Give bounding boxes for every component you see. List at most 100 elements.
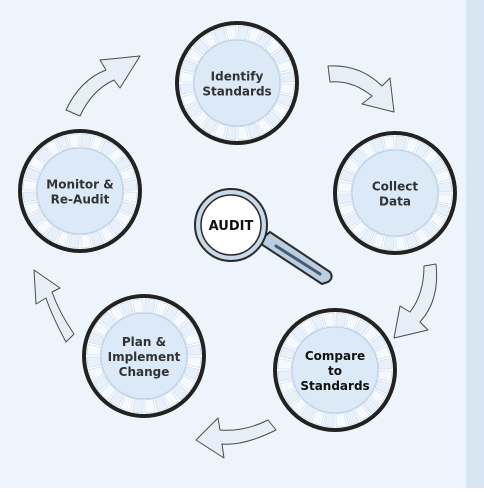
- ring-segment: [179, 71, 195, 83]
- ring-segment: [434, 203, 451, 218]
- ring-segment: [179, 83, 195, 95]
- step-disc: [351, 149, 439, 237]
- ring-segment: [28, 210, 46, 227]
- step-label-line: Implement: [108, 350, 181, 364]
- ring-segment: [339, 203, 356, 218]
- step-label-line: Data: [379, 195, 411, 209]
- step-label-line: Compare: [305, 349, 365, 363]
- ring-segment: [290, 397, 308, 415]
- ring-segment: [283, 389, 301, 406]
- ring-segment: [186, 344, 202, 356]
- ring-segment: [86, 344, 102, 356]
- ring-segment: [99, 383, 117, 401]
- arrow-compare-to-plan: [195, 417, 277, 459]
- ring-segment: [225, 25, 237, 41]
- ring-segment: [178, 320, 196, 337]
- ring-segment: [343, 157, 361, 174]
- arrow-collect-to-compare: [393, 263, 438, 339]
- ring-segment: [186, 356, 202, 368]
- ring-segment: [343, 212, 361, 229]
- ring-segment: [429, 157, 447, 174]
- ring-segment: [90, 135, 105, 152]
- ring-segment: [90, 230, 105, 247]
- ring-segment: [370, 232, 385, 249]
- ring-segment: [310, 314, 325, 331]
- cycle-arrows: [33, 55, 438, 459]
- ring-segment: [395, 235, 407, 251]
- ring-segment: [247, 27, 262, 44]
- ring-segment: [99, 311, 117, 329]
- step-label-line: Monitor &: [46, 178, 113, 192]
- ring-segment: [362, 397, 380, 415]
- ring-segment: [345, 409, 360, 426]
- ring-segment: [212, 27, 227, 44]
- arrow-identify-to-collect: [327, 65, 395, 113]
- ring-segment: [28, 155, 46, 172]
- ring-segment: [362, 325, 380, 343]
- ring-segment: [44, 139, 61, 157]
- ring-segment: [279, 380, 296, 395]
- ring-segment: [22, 179, 38, 191]
- ring-segment: [154, 395, 169, 412]
- ring-segment: [114, 210, 132, 227]
- ring-segment: [354, 404, 371, 422]
- ring-segment: [437, 193, 453, 205]
- ring-segment: [414, 227, 431, 245]
- magnifying-glass-icon: AUDIT: [194, 188, 333, 286]
- ring-segment: [192, 110, 210, 128]
- ring-segment: [422, 220, 440, 238]
- ring-segment: [256, 31, 273, 49]
- ring-segment: [24, 166, 41, 181]
- ring-segment: [183, 331, 200, 346]
- ring-segment: [323, 312, 335, 328]
- ring-segment: [132, 298, 144, 314]
- ring-segment: [299, 404, 316, 422]
- step-label-line: Standards: [202, 85, 271, 99]
- magnifier-handle-shine: [274, 244, 322, 276]
- ring-segment: [88, 331, 105, 346]
- ring-segment: [283, 334, 301, 351]
- ring-segment: [22, 191, 38, 203]
- ring-segment: [24, 201, 41, 216]
- ring-segment: [92, 375, 110, 392]
- ring-segment: [354, 318, 371, 336]
- ring-segment: [183, 366, 200, 381]
- ring-segment: [279, 345, 296, 360]
- ring-segment: [119, 201, 136, 216]
- ring-segment: [247, 122, 262, 139]
- arrow-plan-to-monitor: [33, 269, 75, 343]
- step-label-line: Identify: [211, 70, 264, 84]
- ring-segment: [225, 125, 237, 141]
- ring-segment: [429, 212, 447, 229]
- ring-segment: [337, 193, 353, 205]
- ring-segment: [383, 235, 395, 251]
- ring-segment: [107, 218, 125, 236]
- ring-segment: [108, 304, 125, 322]
- ring-segment: [339, 168, 356, 183]
- ring-segment: [114, 155, 132, 172]
- ring-segment: [185, 47, 203, 64]
- ring-segment: [434, 168, 451, 183]
- ring-segment: [119, 300, 134, 317]
- arrow-monitor-to-identify: [65, 55, 141, 117]
- ring-segment: [299, 318, 316, 336]
- step-label-line: to: [328, 364, 342, 378]
- step-label-line: Collect: [372, 180, 419, 194]
- ring-segment: [276, 93, 293, 108]
- ring-segment: [279, 71, 295, 83]
- ring-segment: [68, 233, 80, 249]
- step-monitor: Monitor &Re-Audit: [18, 129, 142, 253]
- ring-segment: [163, 390, 180, 408]
- ring-segment: [68, 133, 80, 149]
- ring-segment: [369, 334, 387, 351]
- ring-segment: [237, 125, 249, 141]
- ring-segment: [55, 230, 70, 247]
- ring-segment: [119, 395, 134, 412]
- ring-segment: [377, 358, 393, 370]
- step-disc: [193, 39, 281, 127]
- ring-segment: [171, 383, 189, 401]
- ring-segment: [345, 314, 360, 331]
